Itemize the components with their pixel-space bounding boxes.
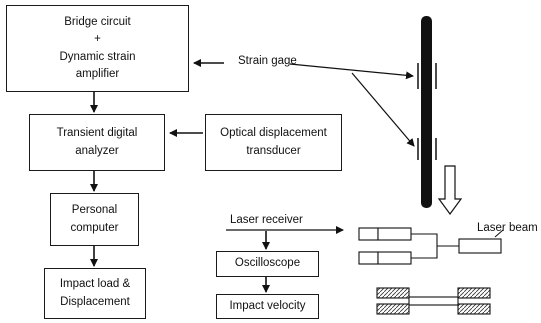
impact-bar: [421, 16, 432, 208]
leader-strain-gage-lower: [351, 72, 415, 147]
impact-velocity-box: Impact velocity: [216, 294, 319, 319]
optical-transducer-line-2: transducer: [246, 144, 301, 157]
hatched-gate-left-top: [376, 287, 410, 299]
oscilloscope-box: Oscilloscope: [216, 251, 319, 277]
laser-beam-leader: [494, 229, 504, 238]
personal-computer-line-1: Personal: [71, 204, 118, 217]
laser-gate-upper-left: [358, 227, 379, 241]
strain-gage-label: Strain gage: [238, 55, 297, 67]
transient-analyzer-box: Transient digital analyzer: [29, 114, 165, 171]
bridge-circuit-box: Bridge circuit + Dynamic strain amplifie…: [6, 5, 189, 92]
impact-load-line-2: Displacement: [60, 295, 130, 308]
bridge-circuit-line-2: +: [94, 33, 101, 46]
bridge-circuit-line-3: Dynamic strain: [59, 50, 136, 63]
laser-gate-lower-left: [358, 251, 379, 265]
bridge-circuit-line-1: Bridge circuit: [64, 16, 131, 28]
oscilloscope-label: Oscilloscope: [234, 257, 301, 270]
hatched-gate-bridge: [408, 296, 459, 306]
impact-load-line-1: Impact load &: [59, 278, 131, 291]
transient-analyzer-line-2: analyzer: [75, 144, 119, 157]
optical-transducer-box: Optical displacement transducer: [205, 114, 342, 171]
leader-strain-gage-upper: [289, 63, 414, 80]
laser-beam-label: Laser beam: [477, 222, 538, 234]
optical-transducer-line-1: Optical displacement: [220, 127, 327, 140]
impact-load-box: Impact load & Displacement: [44, 268, 146, 319]
personal-computer-line-2: computer: [70, 221, 119, 234]
laser-receiver-label: Laser receiver: [230, 214, 303, 226]
hatched-gate-right-bottom: [457, 303, 491, 315]
impact-velocity-label: Impact velocity: [229, 299, 306, 312]
laser-source: [458, 238, 502, 254]
personal-computer-box: Personal computer: [50, 193, 139, 246]
laser-gate-lower-right: [377, 251, 412, 265]
laser-gate-upper-right: [377, 227, 412, 241]
transient-analyzer-line-1: Transient digital: [56, 127, 138, 140]
hatched-gate-left-bottom: [376, 303, 410, 315]
hatched-gate-right-top: [457, 287, 491, 299]
laser-beam-path: [411, 233, 438, 259]
drop-direction-arrow: [437, 165, 463, 216]
bridge-circuit-line-4: amplifier: [75, 67, 120, 80]
